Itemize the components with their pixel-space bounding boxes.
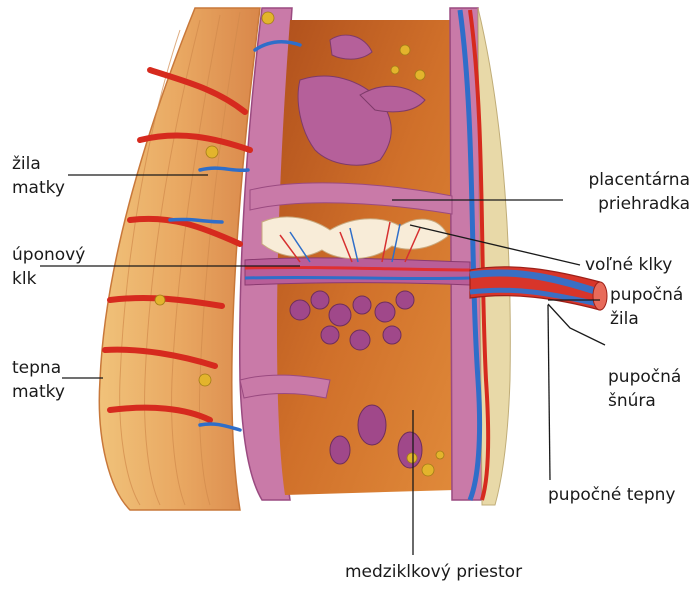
maternal-veins bbox=[168, 39, 302, 432]
label-tepna-matky: tepna matky bbox=[12, 358, 65, 402]
umbilical-cord bbox=[469, 266, 608, 311]
label-zila-matky: žila matky bbox=[12, 154, 65, 198]
label-volne-klky: voľné klky bbox=[585, 255, 673, 275]
label-pupocna-snura: pupočná šnúra bbox=[608, 367, 682, 411]
label-uponovy-klk: úponový klk bbox=[12, 245, 86, 289]
lower-septum bbox=[239, 374, 331, 399]
lower-villi bbox=[289, 290, 423, 469]
label-pupocna-zila: pupočná žila bbox=[610, 285, 684, 329]
uterine-wall bbox=[98, 7, 261, 511]
label-placentarna-priehradka: placentárna priehradka bbox=[588, 170, 690, 214]
leader-volne-klky bbox=[409, 224, 581, 266]
maternal-arteries bbox=[102, 67, 253, 423]
free-villi bbox=[261, 216, 449, 263]
leader-lines bbox=[40, 174, 606, 555]
placental-septum bbox=[249, 182, 453, 215]
label-medziklkovy-priestor: medziklkový priestor bbox=[345, 562, 523, 582]
leader-pupocne-tepny bbox=[547, 304, 551, 481]
leader-pupocna-snura bbox=[547, 303, 606, 346]
label-pupocne-tepny: pupočné tepny bbox=[548, 485, 676, 505]
maternal-cells bbox=[154, 11, 445, 477]
upper-villus bbox=[297, 34, 426, 166]
